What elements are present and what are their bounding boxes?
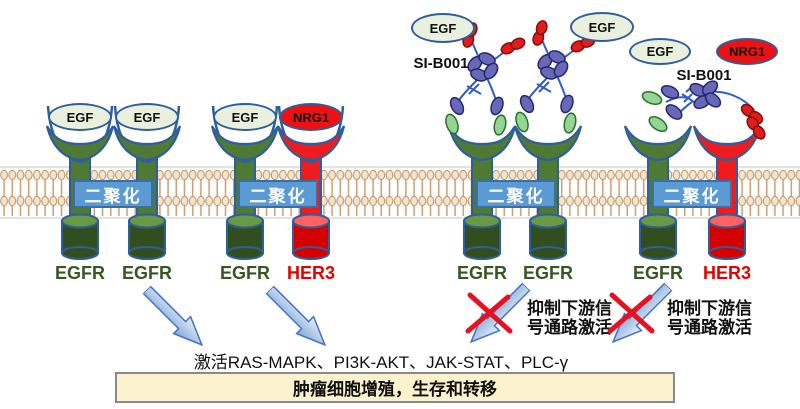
tumor-outcome-box: 肿瘤细胞增殖，生存和转移 [115, 372, 675, 403]
egf-label: EGF [133, 109, 161, 125]
activation-arrow-icon [142, 285, 204, 347]
dimerization-label: 二聚化 [84, 186, 142, 206]
inhibition-text-line2: 号通路激活 [667, 318, 752, 337]
receptor-name: EGFR [522, 263, 573, 283]
nrg1-ligand: NRG1 [279, 103, 343, 131]
egf-ligand: EGF [115, 103, 179, 131]
nrg1-label: NRG1 [728, 44, 766, 59]
receptor-name: HER3 [286, 263, 335, 283]
inhibition-text-line1: 抑制下游信 [527, 299, 612, 318]
tumor-outcome-text: 肿瘤细胞增殖，生存和转移 [293, 380, 497, 399]
activation-arrow-icon [265, 285, 327, 347]
inhibition-text-line1: 抑制下游信 [667, 299, 752, 318]
egf-ligand-floating: EGF [411, 13, 475, 43]
egf-label: EGF [231, 109, 259, 125]
receptor-name: EGFR [121, 263, 172, 283]
egf-label: EGF [429, 20, 457, 36]
dimerization-label: 二聚化 [487, 186, 545, 206]
egf-label: EGF [588, 19, 616, 35]
nrg1-label: NRG1 [292, 109, 330, 125]
dimerization-box: 二聚化 [73, 180, 153, 208]
inhibition-text-line2: 号通路激活 [527, 318, 612, 337]
dimerization-box: 二聚化 [238, 180, 318, 208]
inhibited-arrow-icon [469, 282, 531, 344]
egf-ligand: EGF [213, 103, 277, 131]
inhibited-arrow-icon [611, 282, 673, 344]
receptor-name: EGFR [632, 263, 683, 283]
egf-label: EGF [66, 109, 94, 125]
inhibition-text: 抑制下游信 号通路激活 [667, 299, 763, 337]
egf-ligand-floating: EGF [570, 12, 634, 42]
receptor-name: EGFR [54, 263, 105, 283]
dimerization-label: 二聚化 [249, 186, 307, 206]
inhibition-text: 抑制下游信 号通路激活 [527, 299, 623, 337]
dimerization-label: 二聚化 [663, 186, 721, 206]
inhibition-cross-icon [465, 292, 513, 334]
nrg1-ligand-floating: NRG1 [716, 38, 778, 65]
si-b001-label: SI-B001 [676, 67, 732, 84]
pathway-activation-text: 激活RAS-MAPK、PI3K-AKT、JAK-STAT、PLC-γ [193, 353, 569, 372]
egf-ligand: EGF [48, 103, 112, 131]
egf-label: EGF [646, 44, 674, 59]
dimerization-box: 二聚化 [476, 180, 556, 208]
dimerization-box: 二聚化 [652, 180, 732, 208]
egf-ligand-floating: EGF [629, 38, 691, 65]
si-b001-label: SI-B001 [413, 55, 469, 72]
receptor-name: EGFR [456, 263, 507, 283]
inhibition-cross-icon [607, 292, 655, 334]
receptor-name: EGFR [219, 263, 270, 283]
receptor-name: HER3 [702, 263, 751, 283]
